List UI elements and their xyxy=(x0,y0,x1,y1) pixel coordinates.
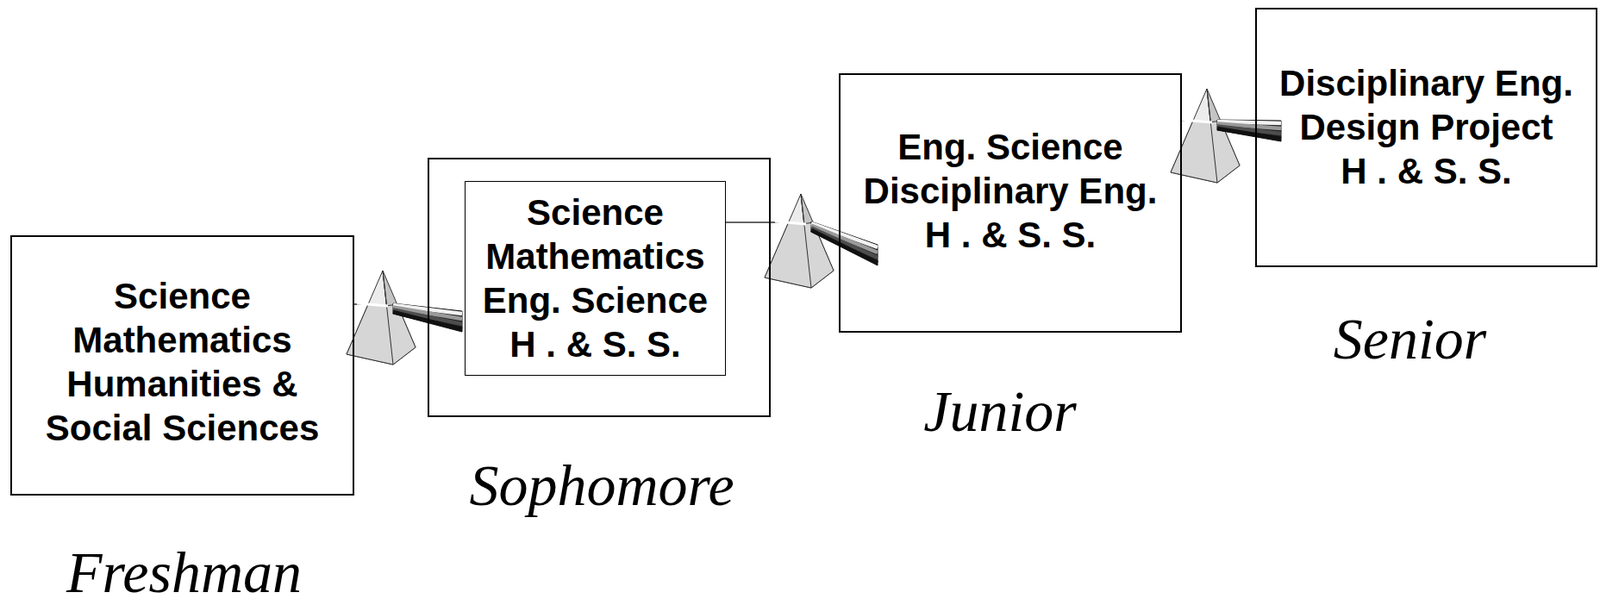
subject-list: ScienceMathematicsHumanities & Social Sc… xyxy=(18,274,346,450)
year-box: ScienceMathematicsHumanities & Social Sc… xyxy=(10,235,355,496)
subject-text: H . & S. S. xyxy=(472,322,719,367)
prism-illustration xyxy=(346,270,463,365)
prism-edge xyxy=(382,270,394,365)
subject-text: H . & S. S. xyxy=(1263,149,1589,194)
prism-edge xyxy=(800,193,812,288)
subject-text: Science xyxy=(472,190,719,235)
prism-edge xyxy=(1206,88,1218,183)
spectrum-band xyxy=(1217,128,1282,139)
year-label: Freshman xyxy=(66,543,302,602)
subject-text: Eng. Science xyxy=(847,125,1174,169)
spectrum-band xyxy=(811,230,878,263)
subject-text: Eng. Science xyxy=(472,278,719,323)
subject-text: H . & S. S. xyxy=(847,212,1174,257)
subject-text: Mathematics xyxy=(18,318,346,363)
subject-text: Design Project xyxy=(1263,105,1589,150)
spectrum-outline xyxy=(1217,119,1282,142)
year-label: Sophomore xyxy=(468,456,734,515)
subject-text: Mathematics xyxy=(472,234,719,279)
inner-box: ScienceMathematicsEng. ScienceH . & S. S… xyxy=(464,181,726,376)
prism-group xyxy=(346,88,1282,365)
spectrum-band xyxy=(811,228,878,259)
year-box: Disciplinary Eng.Design ProjectH . & S. … xyxy=(1255,7,1598,268)
subject-text: Disciplinary Eng. xyxy=(1263,61,1589,106)
prism-illustration xyxy=(1170,88,1282,183)
beam-core xyxy=(1181,119,1213,123)
year-box: Eng. ScienceDisciplinary Eng.H . & S. S.… xyxy=(838,73,1182,333)
beam-core xyxy=(356,303,388,307)
year-box: SophomoreScienceMathematicsEng. ScienceH… xyxy=(427,157,771,418)
edge-group xyxy=(354,120,1282,322)
subject-list: ScienceMathematicsEng. ScienceH . & S. S… xyxy=(472,190,719,367)
year-label: Junior xyxy=(923,381,1077,441)
year-label: Senior xyxy=(1333,309,1488,369)
subject-list: Eng. ScienceDisciplinary Eng.H . & S. S. xyxy=(847,125,1174,257)
subject-text: Science xyxy=(18,274,346,319)
prism-illustration xyxy=(764,193,878,288)
subject-list: Disciplinary Eng.Design ProjectH . & S. … xyxy=(1263,61,1589,194)
beam-core xyxy=(775,221,807,225)
spectrum-outline xyxy=(811,221,878,266)
subject-text: Humanities & Social Sciences xyxy=(18,362,346,450)
subject-text: Disciplinary Eng. xyxy=(847,168,1174,213)
